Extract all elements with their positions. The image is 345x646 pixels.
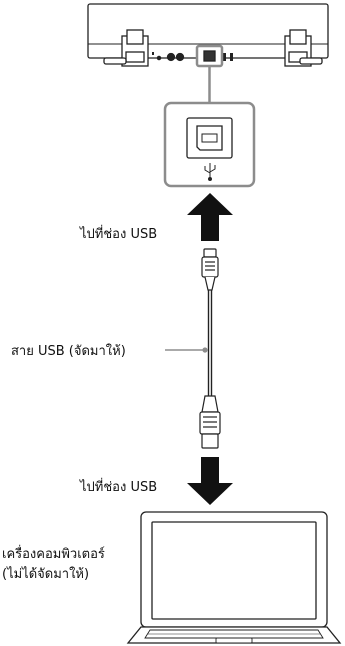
cable-label-dot <box>202 347 208 353</box>
turntable-foot-right <box>299 57 323 65</box>
rca-jack-right <box>175 52 185 62</box>
ground-terminal <box>156 55 162 61</box>
label-computer-line2: (ไม่ได้จัดมาให้) <box>2 566 89 582</box>
label-computer-line1: เครื่องคอมพิวเตอร์ <box>2 545 105 562</box>
turntable-usb-port <box>203 50 216 62</box>
right-hinge <box>284 29 312 67</box>
usb-cable <box>199 248 221 449</box>
turntable-foot-left <box>103 57 127 65</box>
usb-trident-icon <box>204 163 216 181</box>
turntable <box>87 3 329 68</box>
arrow-up <box>187 193 233 241</box>
left-hinge <box>121 29 149 67</box>
laptop-trackpad <box>215 637 253 644</box>
label-to-usb-port-bottom: ไปที่ช่อง USB <box>79 478 157 495</box>
rca-jack-left <box>166 52 176 62</box>
label-to-usb-port-top: ไปที่ช่อง USB <box>79 225 157 242</box>
laptop-computer <box>126 511 342 644</box>
label-usb-cable: สาย USB (จัดมาให้) <box>11 343 126 359</box>
arrow-down <box>187 457 233 505</box>
usb-port-callout <box>163 101 256 188</box>
